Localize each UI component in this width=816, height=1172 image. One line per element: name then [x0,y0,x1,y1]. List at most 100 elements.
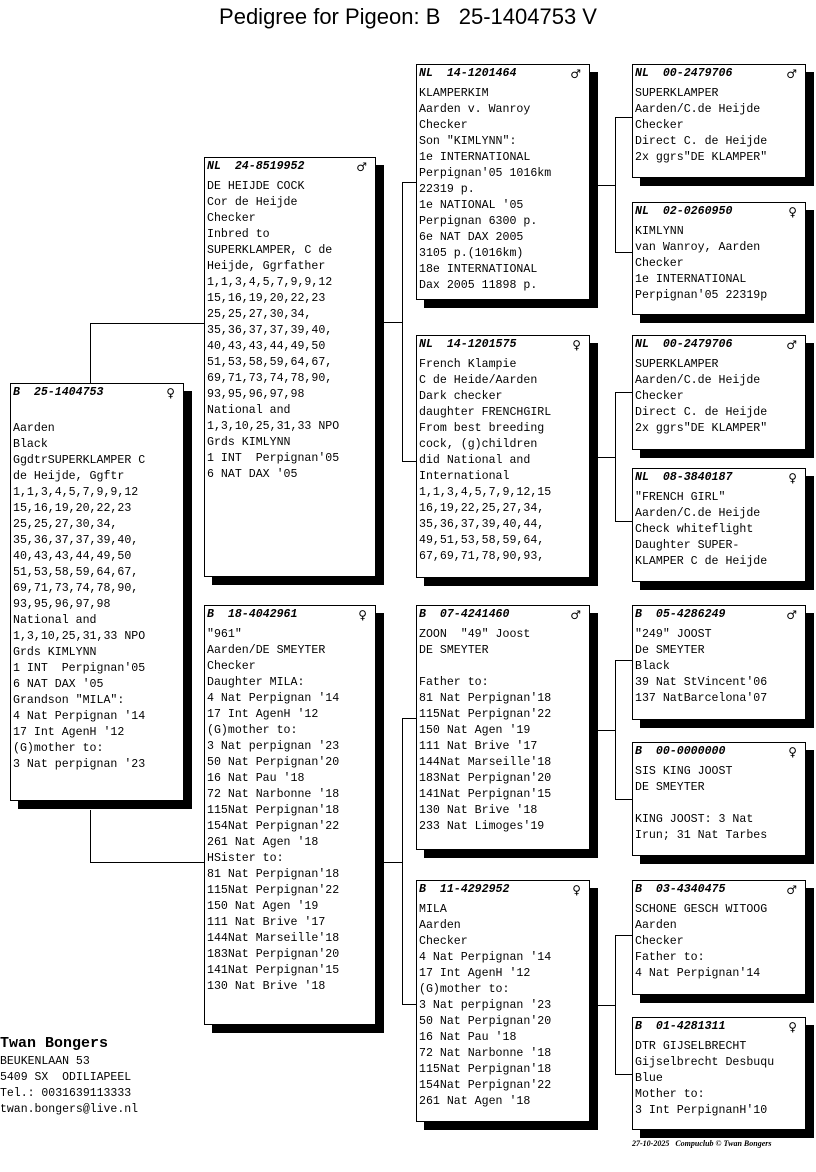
pigeon-info-line: 1,1,3,4,5,7,9,12,15 [419,486,552,499]
pigeon-info-line: 49,51,53,58,59,64, [419,534,545,547]
pigeon-header: B 18-4042961♀ [207,607,375,627]
pigeon-info-line: Mother to: [635,1088,705,1101]
pigeon-info-line: 233 Nat Limoges'19 [419,820,545,833]
pigeon-info-line: 261 Nat Agen '18 [419,1095,531,1108]
pigeon-name: KIMLYNN [635,225,684,238]
pigeon-header: NL 08-3840187♀ [635,470,805,490]
pigeon-info-line: 93,95,96,97,98 [13,598,111,611]
pigeon-info-line: 69,71,73,74,78,90, [207,372,333,385]
credit: Compuclub © Twan Bongers [675,1139,772,1148]
pigeon-header: NL 14-1201464♂ [419,66,589,86]
ring-number: 25-1404753 [33,386,104,399]
country-code: NL [635,205,649,218]
pigeon-name: SUPERKLAMPER [635,358,719,371]
pigeon-info-line: 1e NATIONAL '05 [419,199,524,212]
pigeon-info-line: 183Nat Perpignan'20 [419,772,552,785]
pigeon-info-line: 150 Nat Agen '19 [419,724,531,737]
pigeon-info-line: (G)mother to: [419,983,510,996]
pigeon-info-line: Checker [419,119,468,132]
pigeon-info-line: 4 Nat Perpignan '14 [13,710,146,723]
pigeon-name: "961" [207,628,242,641]
pigeon-info-line: 2x ggrs"DE KLAMPER" [635,151,768,164]
pigeon-info-line: 154Nat Perpignan'22 [419,1079,552,1092]
pigeon-info-line: 144Nat Marseille'18 [207,932,340,945]
pigeon-info-line: 4 Nat Perpignan '14 [419,951,552,964]
country-code: B [419,608,426,621]
pigeon-name: ZOON "49" Joost [419,628,531,641]
pigeon-info-line: Perpignan 6300 p. [419,215,538,228]
female-icon: ♀ [166,386,175,400]
pigeon-info-line: De SMEYTER [635,644,705,657]
ring-number: 00-0000000 [655,745,726,758]
pigeon-info-line: Black [635,660,670,673]
ring-number: 08-3840187 [662,471,733,484]
pigeon-header: B 01-4281311♀ [635,1019,805,1039]
pigeon-info-line: 1,3,10,25,31,33 NPO [13,630,146,643]
country-code: B [635,1020,642,1033]
male-icon: ♂ [786,883,797,897]
pigeon-info-line: 111 Nat Brive '17 [419,740,538,753]
pigeon-info-line: 1 INT Perpignan'05 [13,662,146,675]
pigeon-info-line: 141Nat Perpignan'15 [419,788,552,801]
pigeon-info-line: 1,1,3,4,5,7,9,9,12 [13,486,139,499]
pigeon-name: DTR GIJSELBRECHT [635,1040,747,1053]
pigeon-info-line [635,796,805,812]
pigeon-header: NL 14-1201575♀ [419,337,589,357]
pigeon-info-line: 6 NAT DAX '05 [207,468,298,481]
pigeon-info-line: Aarden/C.de Heijde [635,374,761,387]
pigeon-info-line: 51,53,58,59,64,67, [13,566,139,579]
pigeon-info-line: 3 Int PerpignanH'10 [635,1104,768,1117]
pigeon-info-line: 69,71,73,74,78,90, [13,582,139,595]
female-icon: ♀ [788,1020,797,1034]
pigeon-info-line: Heijde, Ggrfather [207,260,326,273]
owner-email: twan.bongers@live.nl [0,1103,139,1116]
pigeon-info-line: van Wanroy, Aarden [635,241,761,254]
pigeon-info-line: 115Nat Perpignan'22 [207,884,340,897]
pigeon-info-line: 130 Nat Brive '18 [419,804,538,817]
male-icon: ♂ [356,160,367,174]
pigeon-info-line: Son "KIMLYNN": [419,135,517,148]
pigeon-info-line: Direct C. de Heijde [635,406,768,419]
pigeon-info-line: HSister to: [207,852,284,865]
pigeon-info-line: Blue [635,1072,663,1085]
pigeon-info-line: 6 NAT DAX '05 [13,678,104,691]
pigeon-header: NL 24-8519952♂ [207,159,375,179]
pigeon-info-line: 72 Nat Narbonne '18 [419,1047,552,1060]
pigeon-info-line: DE SMEYTER [419,644,489,657]
pigeon-info-line: 1,3,10,25,31,33 NPO [207,420,340,433]
female-icon: ♀ [572,883,581,897]
country-code: B [635,608,642,621]
pigeon-info-line: (G)mother to: [207,724,298,737]
pigeon-info-line: 261 Nat Agen '18 [207,836,319,849]
pigeon-info-line: Grds KIMLYNN [13,646,97,659]
pigeon-info-line: Cor de Heijde [207,196,298,209]
pigeon-info-line: Aarden [635,919,677,932]
pigeon-info-line: 35,36,37,37,39,40, [13,534,139,547]
pigeon-info-line: 16 Nat Pau '18 [207,772,305,785]
pigeon-info-line: cock, (g)children [419,438,538,451]
ring-number: 14-1201575 [446,338,517,351]
pigeon-info-line: National and [207,404,291,417]
country-code: B [207,608,214,621]
pigeon-header: B 25-1404753♀ [13,385,183,405]
pigeon-info-line: Checker [635,119,684,132]
pigeon-info-line: 1e INTERNATIONAL [635,273,747,286]
pigeon-info-line: 144Nat Marseille'18 [419,756,552,769]
pigeon-name: SIS KING JOOST [635,765,733,778]
country-code: NL [419,67,433,80]
pigeon-info-line: 15,16,19,20,22,23 [207,292,326,305]
pigeon-info-line: KING JOOST: 3 Nat [635,813,754,826]
pigeon-info-line: 3 Nat perpignan '23 [207,740,340,753]
pigeon-info-line: 93,95,96,97,98 [207,388,305,401]
pigeon-info-line: International [419,470,510,483]
pigeon-info-line: GgdtrSUPERKLAMPER C [13,454,146,467]
pigeon-info-line: 3 Nat perpignan '23 [13,758,146,771]
pigeon-name: MILA [419,903,447,916]
